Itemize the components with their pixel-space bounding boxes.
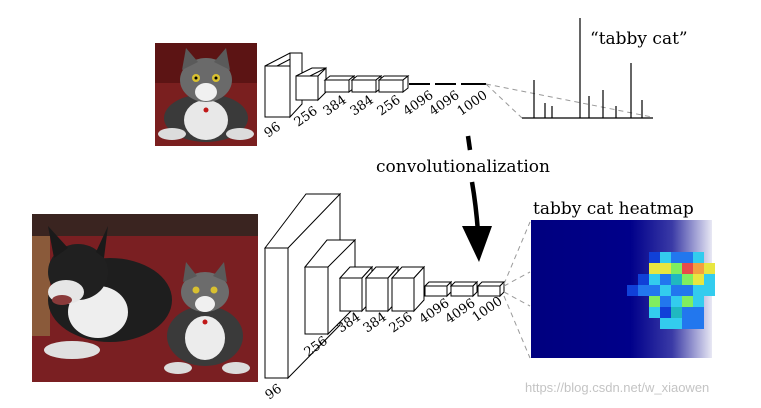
heatmap-cell bbox=[671, 318, 682, 329]
heatmap-cell bbox=[693, 263, 704, 274]
top-layer-box-3 bbox=[323, 74, 356, 94]
heatmap-cell bbox=[649, 296, 660, 307]
heatmap-cell bbox=[693, 296, 704, 307]
tabby-cat-heatmap bbox=[531, 220, 715, 358]
heatmap-cell bbox=[682, 252, 693, 263]
bottom-layer-box-5 bbox=[390, 265, 426, 313]
top-layer-label-4: 384 bbox=[348, 93, 377, 120]
heatmap-cell bbox=[660, 274, 671, 285]
bottom-layer-box-8 bbox=[476, 280, 506, 298]
heatmap-cell bbox=[671, 263, 682, 274]
heatmap-cell bbox=[649, 285, 660, 296]
top-layer-box-4 bbox=[350, 74, 383, 94]
heatmap-cell bbox=[649, 263, 660, 274]
heatmap-cells bbox=[627, 252, 715, 329]
heatmap-cell bbox=[704, 274, 715, 285]
heatmap-cell bbox=[682, 263, 693, 274]
heatmap-cell bbox=[682, 296, 693, 307]
top-cat-photo bbox=[155, 43, 257, 146]
bottom-layer-label-5: 256 bbox=[387, 310, 416, 337]
bottom-layer-label-4: 384 bbox=[361, 310, 390, 337]
heatmap-cell bbox=[693, 318, 704, 329]
heatmap-cell bbox=[682, 307, 693, 318]
heatmap-cell bbox=[704, 263, 715, 274]
top-layer-box-5 bbox=[377, 74, 410, 94]
heatmap-cell bbox=[660, 307, 671, 318]
top-layer-label-1: 96 bbox=[262, 119, 284, 141]
top-layer-box-2 bbox=[295, 66, 327, 102]
heatmap-cell bbox=[671, 307, 682, 318]
heatmap-cell bbox=[649, 307, 660, 318]
top-dashed-line-lower bbox=[485, 83, 523, 119]
bottom-layer-label-8: 1000 bbox=[470, 294, 506, 325]
bottom-layer-box-6 bbox=[423, 280, 453, 298]
heatmap-title: tabby cat heatmap bbox=[533, 199, 694, 219]
heatmap-cell bbox=[638, 274, 649, 285]
watermark: https://blog.csdn.net/w_xiaowen bbox=[525, 380, 709, 395]
heatmap-cell bbox=[638, 285, 649, 296]
heatmap-cell bbox=[671, 285, 682, 296]
top-layer-label-7: 4096 bbox=[427, 88, 463, 119]
heatmap-cell bbox=[649, 252, 660, 263]
bottom-layer-box-7 bbox=[449, 280, 479, 298]
heatmap-cell bbox=[682, 318, 693, 329]
heatmap-cell bbox=[693, 285, 704, 296]
heatmap-cell bbox=[660, 296, 671, 307]
top-layer-label-5: 256 bbox=[375, 93, 404, 120]
top-dashed-line-upper bbox=[485, 83, 653, 118]
heatmap-cell bbox=[671, 274, 682, 285]
heatmap-cell bbox=[693, 274, 704, 285]
class-label: “tabby cat” bbox=[590, 29, 688, 49]
heatmap-cell bbox=[693, 252, 704, 263]
top-layer-label-3: 384 bbox=[321, 93, 350, 120]
conversion-arrow bbox=[462, 135, 492, 262]
bottom-network bbox=[263, 192, 506, 380]
heatmap-cell bbox=[660, 252, 671, 263]
top-layer-label-8: 1000 bbox=[455, 88, 491, 119]
bottom-layer-label-1: 96 bbox=[263, 381, 285, 403]
heatmap-cell bbox=[682, 274, 693, 285]
heatmap-cell bbox=[627, 285, 638, 296]
heatmap-cell bbox=[660, 285, 671, 296]
heatmap-cell bbox=[704, 285, 715, 296]
top-network bbox=[264, 52, 486, 119]
heatmap-cell bbox=[682, 285, 693, 296]
heatmap-cell bbox=[660, 318, 671, 329]
heatmap-cell bbox=[649, 274, 660, 285]
histogram-bars bbox=[533, 18, 643, 118]
bottom-dog-cat-photo bbox=[32, 214, 258, 382]
convolutionalization-label: convolutionalization bbox=[376, 157, 550, 177]
heatmap-cell bbox=[693, 307, 704, 318]
class-score-histogram bbox=[522, 18, 653, 119]
heatmap-cell bbox=[660, 263, 671, 274]
heatmap-cell bbox=[671, 296, 682, 307]
heatmap-dashed-connectors bbox=[503, 221, 531, 359]
top-layer-box-1 bbox=[264, 52, 303, 119]
heatmap-cell bbox=[671, 252, 682, 263]
